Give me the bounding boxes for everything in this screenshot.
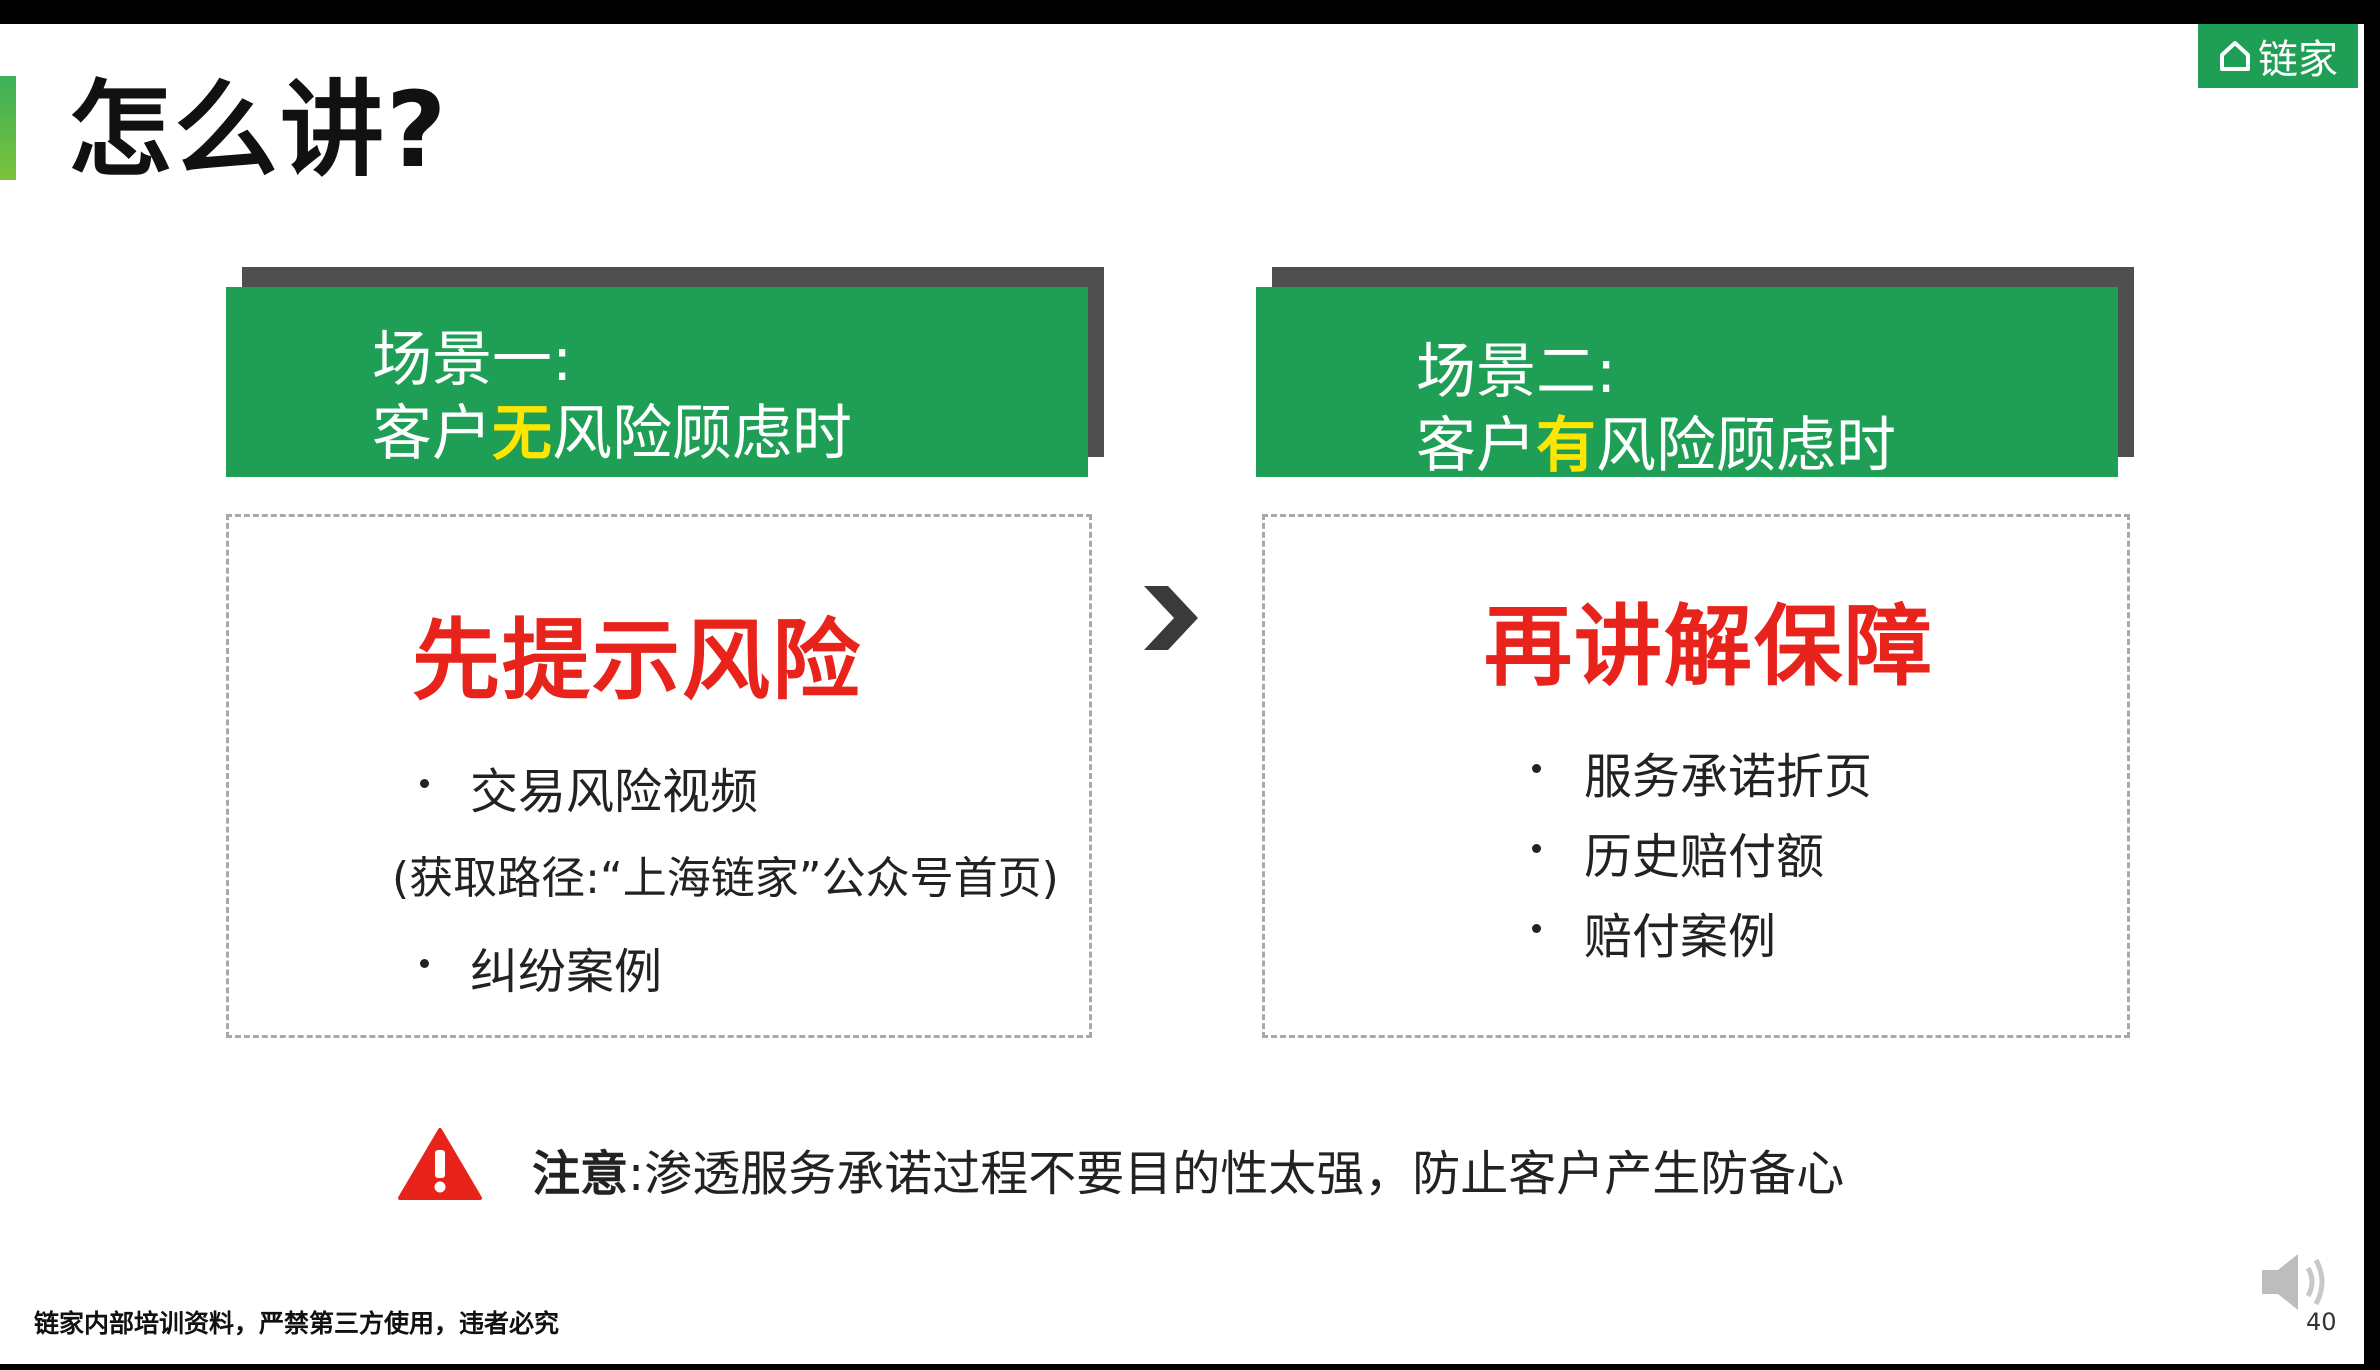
footer-disclaimer: 链家内部培训资料，严禁第三方使用，违者必究	[34, 1309, 560, 1338]
note-separator: :	[628, 1146, 645, 1202]
scene2-content-box	[1262, 514, 2130, 1038]
speaker-icon[interactable]	[2256, 1242, 2336, 1322]
logo-text: 链家	[2258, 37, 2338, 83]
scene2-bullet-1: 服务承诺折页	[1584, 749, 1873, 805]
scene2-line: 客户有风险顾虑时	[1416, 409, 2118, 483]
slide: 怎么讲? 链家 场景一: 客户无风险顾虑时 场景二: 客户有风险顾虑时 先提示风…	[0, 24, 2364, 1364]
scene2-headline: 再讲解保障	[1484, 595, 1935, 698]
page-title: 怎么讲?	[68, 69, 449, 191]
scene2-line-prefix: 客户	[1416, 411, 1536, 481]
scene1-highlight: 无	[492, 399, 552, 469]
scene1-bullet-1: 交易风险视频	[470, 764, 759, 820]
note-text: 渗透服务承诺过程不要目的性太强，防止客户产生防备心	[644, 1146, 1845, 1202]
scene1-header: 场景一: 客户无风险顾虑时	[226, 267, 1104, 477]
page-number: 40	[2306, 1308, 2337, 1336]
bullet-marker	[1532, 764, 1541, 773]
scene1-bullet-2: 纠纷案例	[470, 944, 663, 1000]
bullet-marker	[420, 779, 429, 788]
scene1-content-box	[226, 514, 1092, 1038]
bullet-marker	[1532, 924, 1541, 933]
brand-logo: 链家	[2198, 24, 2358, 88]
scene1-line: 客户无风险顾虑时	[372, 397, 1088, 471]
scene2-bullet-3: 赔付案例	[1584, 909, 1777, 965]
chevron-right-icon	[1144, 586, 1198, 650]
scene1-label: 场景一:	[372, 325, 573, 395]
home-icon	[2220, 41, 2250, 71]
bullet-marker	[420, 959, 429, 968]
scene2-line-suffix: 风险顾虑时	[1596, 411, 1896, 481]
warning-note: 注意:渗透服务承诺过程不要目的性太强，防止客户产生防备心	[532, 1134, 1844, 1204]
note-label: 注意	[532, 1146, 629, 1202]
scene1-headline: 先提示风险	[412, 609, 863, 712]
scene2-header: 场景二: 客户有风险顾虑时	[1256, 267, 2134, 481]
scene2-bullet-2: 历史赔付额	[1584, 829, 1825, 885]
bullet-marker	[1532, 844, 1541, 853]
warning-icon	[398, 1128, 482, 1200]
scene1-line-suffix: 风险顾虑时	[552, 399, 852, 469]
scene1-line-prefix: 客户	[372, 399, 492, 469]
scene2-label: 场景二:	[1416, 337, 1617, 407]
scene2-highlight: 有	[1536, 411, 1596, 481]
scene1-path-note: (获取路径:“上海链家”公众号首页)	[392, 853, 1059, 904]
title-accent-bar	[0, 76, 16, 180]
